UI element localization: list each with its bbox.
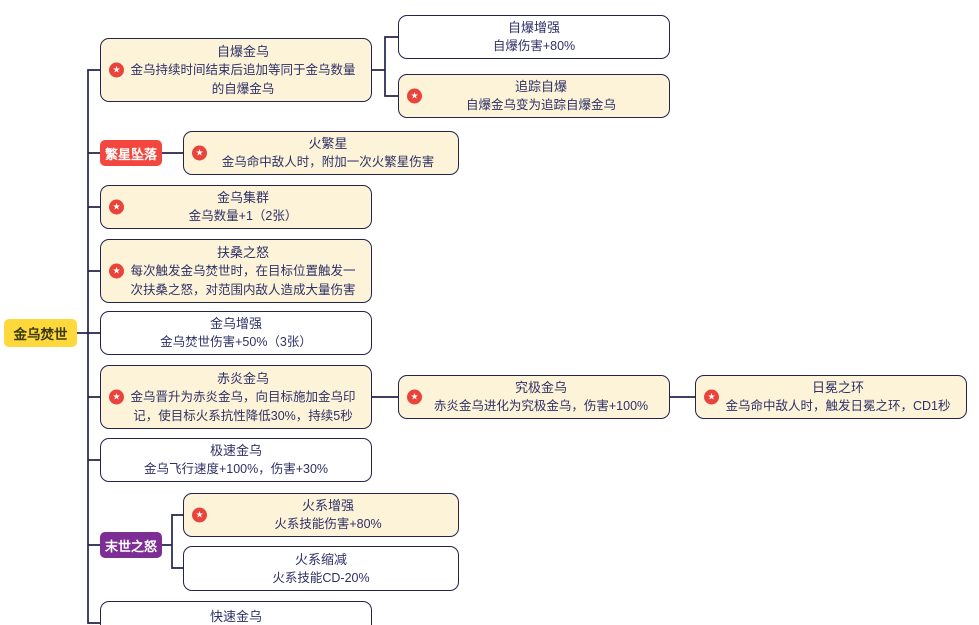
node-rimian-zhihuan[interactable]: ★ 日冕之环 金乌命中敌人时，触发日冕之环，CD1秒: [695, 375, 967, 419]
node-jinwu-jiqun[interactable]: ★ 金乌集群 金乌数量+1（2张）: [100, 185, 372, 229]
node-body: 火系技能CD-20%: [272, 570, 370, 585]
upgrade-star-icon: ★: [704, 389, 719, 405]
node-title: 火系增强: [301, 498, 354, 513]
node-title: 金乌增强: [209, 316, 262, 331]
node-huoxi-zengqiang[interactable]: ★ 火系增强 火系技能伤害+80%: [183, 493, 459, 537]
upgrade-star-icon: ★: [192, 507, 207, 523]
node-body: 每次触发金乌焚世时，在目标位置触发一 次扶桑之怒，对范围内敌人造成大量伤害: [130, 263, 356, 297]
node-title: 金乌集群: [216, 190, 269, 205]
node-body: 金乌数量+1（2张）: [188, 209, 298, 223]
node-chiyan-jinwu[interactable]: ★ 赤炎金乌 金乌晋升为赤炎金乌，向目标施加金乌印 记，使目标火系抗性降低30%…: [100, 365, 372, 429]
upgrade-star-icon: ★: [109, 389, 124, 405]
node-title: 究极金乌: [514, 380, 567, 395]
node-title: 自爆增强: [507, 20, 560, 35]
upgrade-star-icon: ★: [407, 389, 422, 405]
node-body: 自爆伤害+80%: [492, 39, 576, 53]
node-body: 金乌持续时间结束后追加等同于金乌数量 的自爆金乌: [130, 62, 356, 96]
node-body: 金乌飞行速度+100%，伤害+30%: [143, 462, 329, 476]
node-zhuizong-zibao[interactable]: ★ 追踪自爆 自爆金乌变为追踪自爆金乌: [398, 74, 670, 118]
node-body: 自爆金乌变为追踪自爆金乌: [465, 98, 616, 112]
tag-label: 繁星坠落: [104, 146, 157, 162]
node-body: 火系技能伤害+80%: [274, 517, 382, 531]
node-jiuji-jinwu[interactable]: ★ 究极金乌 赤炎金乌进化为究极金乌，伤害+100%: [398, 375, 670, 419]
node-title: 日冕之环: [811, 380, 864, 395]
node-title: 火系缩减: [294, 551, 347, 567]
node-body: 金乌焚世伤害+50%（3张）: [160, 335, 312, 349]
root-node-label: 金乌焚世: [13, 327, 68, 342]
tag-label: 末世之怒: [104, 538, 157, 554]
node-title: 火繁星: [308, 136, 348, 151]
node-title: 追踪自爆: [514, 79, 567, 94]
node-zibao-jinwu[interactable]: ★ 自爆金乌 金乌持续时间结束后追加等同于金乌数量 的自爆金乌: [100, 38, 372, 102]
node-title: 快速金乌: [209, 609, 262, 624]
node-title: 扶桑之怒: [216, 244, 269, 260]
node-jisu-jinwu[interactable]: 极速金乌 金乌飞行速度+100%，伤害+30%: [100, 438, 372, 482]
node-huoxi-suojian[interactable]: 火系缩减 火系技能CD-20%: [183, 546, 459, 591]
node-zibao-zengqiang[interactable]: 自爆增强 自爆伤害+80%: [398, 15, 670, 59]
node-fusang-zhinu[interactable]: ★ 扶桑之怒 每次触发金乌焚世时，在目标位置触发一 次扶桑之怒，对范围内敌人造成…: [100, 239, 372, 303]
node-body: 金乌命中敌人时，附加一次火繁星伤害: [221, 155, 435, 169]
node-body: 金乌晋升为赤炎金乌，向目标施加金乌印 记，使目标火系抗性降低30%，持续5秒: [130, 389, 356, 423]
tag-moshi-zhinu[interactable]: 末世之怒: [100, 532, 162, 558]
node-body: 赤炎金乌进化为究极金乌，伤害+100%: [433, 399, 649, 413]
node-kuaisu-jinwu[interactable]: 快速金乌: [100, 601, 372, 625]
upgrade-star-icon: ★: [192, 145, 207, 161]
root-node-jinwu-fenshi[interactable]: 金乌焚世: [4, 319, 77, 347]
upgrade-star-icon: ★: [109, 199, 124, 215]
node-title: 自爆金乌: [216, 43, 269, 59]
tag-fanxing-zhuiluo[interactable]: 繁星坠落: [100, 140, 162, 166]
upgrade-star-icon: ★: [109, 263, 124, 279]
node-title: 赤炎金乌: [216, 370, 269, 386]
node-huo-fanxing[interactable]: ★ 火繁星 金乌命中敌人时，附加一次火繁星伤害: [183, 131, 459, 175]
upgrade-star-icon: ★: [407, 88, 422, 104]
node-jinwu-zengqiang[interactable]: 金乌增强 金乌焚世伤害+50%（3张）: [100, 311, 372, 355]
node-title: 极速金乌: [209, 443, 262, 458]
node-body: 金乌命中敌人时，触发日冕之环，CD1秒: [725, 399, 951, 413]
upgrade-star-icon: ★: [109, 62, 124, 78]
